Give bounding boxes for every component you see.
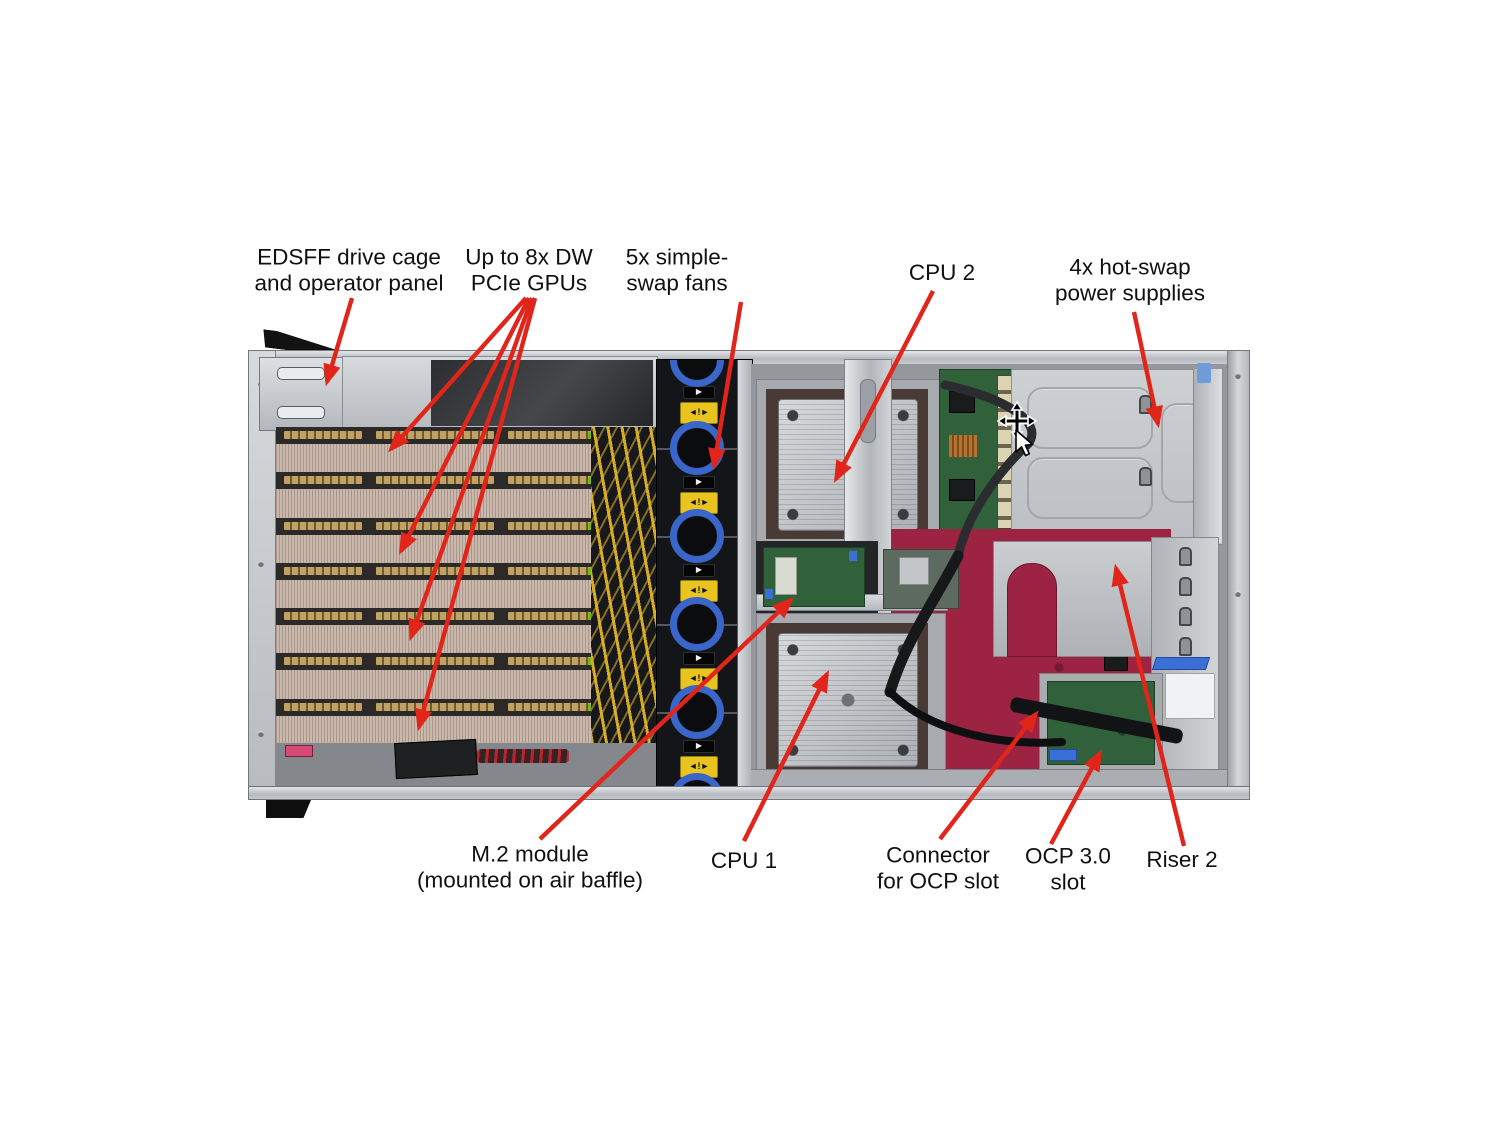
callout-label-gpus: Up to 8x DW PCIe GPUs xyxy=(465,244,593,296)
gpu-power-cable-bundle xyxy=(591,427,656,744)
gpu-card: NVIDIA xyxy=(276,517,639,564)
callout-arrow-ocp-connector xyxy=(938,710,1039,841)
gpu-edge-connector xyxy=(508,612,594,621)
riser-keyhole xyxy=(1179,637,1192,656)
riser-opening xyxy=(1165,673,1215,719)
gpu-edge-connector xyxy=(284,612,362,621)
gpu-heatsink-fins xyxy=(276,625,639,655)
pdb-copper-grid xyxy=(949,435,977,457)
callout-label-ocp-slot: OCP 3.0 slot xyxy=(1025,843,1111,895)
gpu-edge-connector xyxy=(376,612,494,621)
gpu-heatsink-fins xyxy=(276,444,639,473)
drive-slot xyxy=(277,406,325,419)
gpu-stack: NVIDIANVIDIANVIDIANVIDIANVIDIANVIDIANVID… xyxy=(276,427,639,744)
callout-arrow-psu xyxy=(1131,311,1163,429)
chassis-right-wall xyxy=(1227,351,1249,799)
gpu-card: NVIDIA xyxy=(276,472,639,519)
callout-arrow-cpu2 xyxy=(833,289,935,483)
fan-handle-label: ▶ xyxy=(683,652,715,665)
gpu-card: NVIDIA xyxy=(276,653,639,700)
m2-blue-clip xyxy=(765,589,773,599)
psu-blue-clip xyxy=(1197,363,1211,383)
callout-label-ocp-connector: Connector for OCP slot xyxy=(876,842,1000,894)
gpu-edge-connector xyxy=(284,702,362,711)
ocp-cable xyxy=(886,688,1066,747)
chassis-bottom-rail xyxy=(249,786,1249,799)
callout-arrow-gpus xyxy=(388,296,528,453)
callout-label-m2: M.2 module (mounted on air baffle) xyxy=(417,841,643,893)
callout-arrow-cpu1 xyxy=(742,670,829,842)
riser-keyhole xyxy=(1179,547,1192,566)
pink-connector xyxy=(285,745,313,757)
gpu-heatsink-fins xyxy=(276,670,639,700)
gpu-edge-connector xyxy=(284,521,362,530)
m2-sticker xyxy=(775,557,797,595)
psu-emboss-line xyxy=(1027,457,1153,519)
psu-bay-right-rail xyxy=(1193,369,1222,543)
server-chassis: NVIDIANVIDIANVIDIANVIDIANVIDIANVIDIANVID… xyxy=(248,350,1250,800)
screw xyxy=(1235,591,1241,597)
red-cables xyxy=(477,749,569,763)
fan-module: ▶◄!► xyxy=(657,360,737,448)
gpu-edge-connector xyxy=(284,476,362,485)
gpu-edge-connector xyxy=(284,566,362,575)
callout-arrow-gpus xyxy=(415,297,538,732)
m2-blue-clip xyxy=(849,551,857,561)
gpu-card: NVIDIA xyxy=(276,427,639,473)
fan-ring xyxy=(670,597,724,651)
fan-module: ▶◄!► xyxy=(657,712,737,799)
fan-ring xyxy=(670,509,724,563)
riser2-arch-cutout xyxy=(1007,563,1057,657)
callout-label-psu: 4x hot-swap power supplies xyxy=(1054,254,1206,306)
power-cable xyxy=(884,550,964,698)
callout-label-edsff: EDSFF drive cage and operator panel xyxy=(254,244,444,296)
gpu-edge-connector xyxy=(508,521,594,530)
pdb-chip xyxy=(949,479,975,501)
riser-keyhole xyxy=(1179,607,1192,626)
callout-arrow-riser2 xyxy=(1111,563,1187,847)
screw xyxy=(258,731,264,737)
callout-label-cpu1: CPU 1 xyxy=(710,847,778,873)
callout-arrow-gpus xyxy=(399,297,531,555)
psu-keyhole xyxy=(1139,467,1152,486)
riser-keyhole xyxy=(1179,577,1192,596)
callout-arrow-edsff xyxy=(323,297,355,387)
gpu-card: NVIDIA xyxy=(276,608,639,655)
gpu-edge-connector xyxy=(508,566,594,575)
gpu-edge-connector xyxy=(508,431,594,439)
callout-arrow-m2 xyxy=(538,596,795,841)
callout-arrow-ocp-slot xyxy=(1049,749,1103,846)
mezzanine-module xyxy=(899,557,929,585)
gpu-edge-connector xyxy=(508,657,594,666)
callout-label-fans: 5x simple- swap fans xyxy=(625,244,729,296)
fan-handle-label: ▶ xyxy=(683,740,715,753)
callout-arrow-fans xyxy=(708,301,744,471)
fan-tray-rail xyxy=(737,360,752,799)
fan-handle-label: ▶ xyxy=(683,476,715,489)
gpu-edge-connector xyxy=(284,431,362,439)
screw xyxy=(1235,373,1241,379)
callout-label-cpu2: CPU 2 xyxy=(908,259,976,285)
screw xyxy=(258,561,264,567)
pointer-icon xyxy=(1015,429,1034,457)
callout-label-riser2: Riser 2 xyxy=(1146,846,1218,872)
fan-warning-label: ◄!► xyxy=(680,580,718,602)
mouse-cursor xyxy=(996,400,1038,457)
gpu-edge-connector xyxy=(508,476,594,485)
gpu-heatsink-fins xyxy=(276,534,639,564)
callout-arrow-gpus xyxy=(408,297,535,642)
gpu-edge-connector xyxy=(376,702,494,711)
ocp-blue-latch xyxy=(1049,749,1077,761)
gpu-edge-connector xyxy=(508,702,594,711)
gpu-edge-connector xyxy=(376,431,494,439)
gpu-edge-connector xyxy=(284,657,362,666)
fan-handle-label: ▶ xyxy=(683,564,715,577)
gpu-edge-connector xyxy=(376,521,494,530)
